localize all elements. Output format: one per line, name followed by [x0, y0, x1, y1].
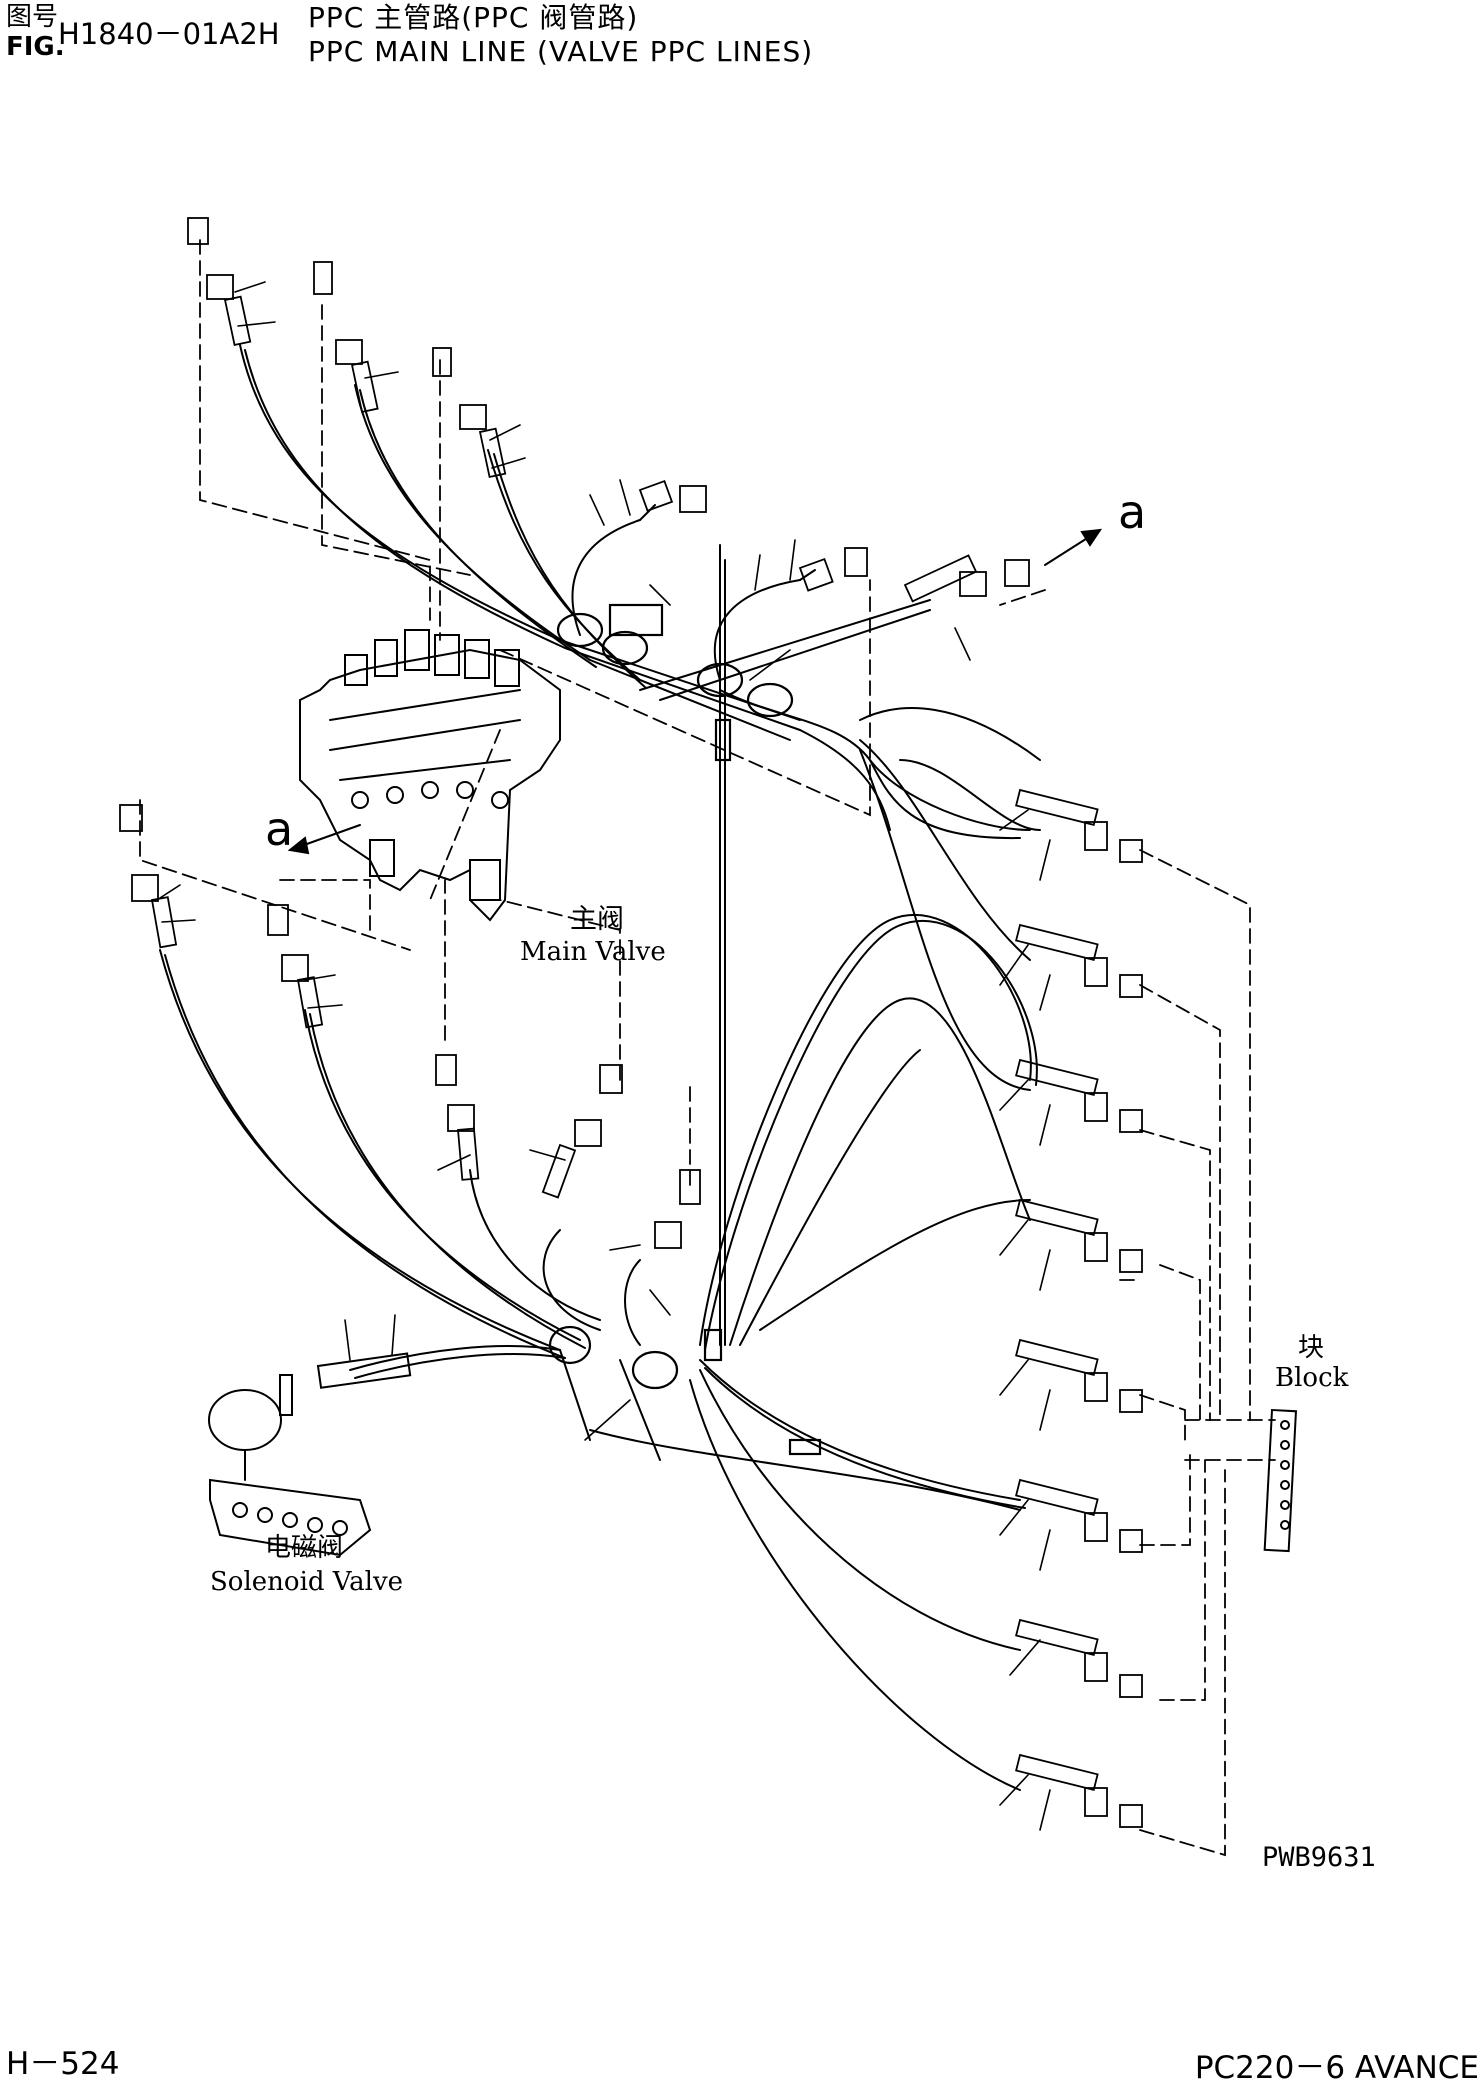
hoses — [159, 344, 1041, 1791]
main-valve-label: Main Valve — [520, 937, 666, 967]
block-manifold — [1263, 1408, 1298, 1553]
title-en: PPC MAIN LINE (VALVE PPC LINES) — [308, 35, 814, 68]
solenoid-valve-label-cn: 电磁阀 — [265, 1533, 343, 1563]
page-number: H－524 — [6, 2046, 120, 2082]
block-label: Block — [1275, 1363, 1349, 1393]
figure-code: H1840－01A2H — [58, 17, 280, 51]
figure-label: FIG. — [6, 32, 65, 62]
block-label-cn: 块 — [1298, 1333, 1324, 1363]
view-marker-a-left: a — [265, 802, 293, 856]
machine-model: PC220－6 AVANCE — [1194, 2050, 1479, 2086]
view-marker-a-right: a — [1118, 485, 1146, 539]
main-valve-label-cn: 主阀 — [570, 904, 624, 935]
figure-label-cn: 图号 — [6, 2, 59, 32]
solenoid-valve-assembly — [208, 1352, 412, 1557]
title-cn: PPC 主管路(PPC 阀管路) — [308, 1, 639, 34]
part-callout-ticks — [159, 281, 1051, 1831]
view-arrows — [287, 528, 1103, 855]
hose-clamps — [548, 603, 822, 1456]
solenoid-valve-label: Solenoid Valve — [210, 1567, 403, 1597]
main-valve-body — [299, 629, 561, 922]
leader-lines — [139, 239, 1276, 1857]
fittings — [119, 217, 1143, 1828]
drawing-number: PWB9631 — [1262, 1842, 1376, 1873]
